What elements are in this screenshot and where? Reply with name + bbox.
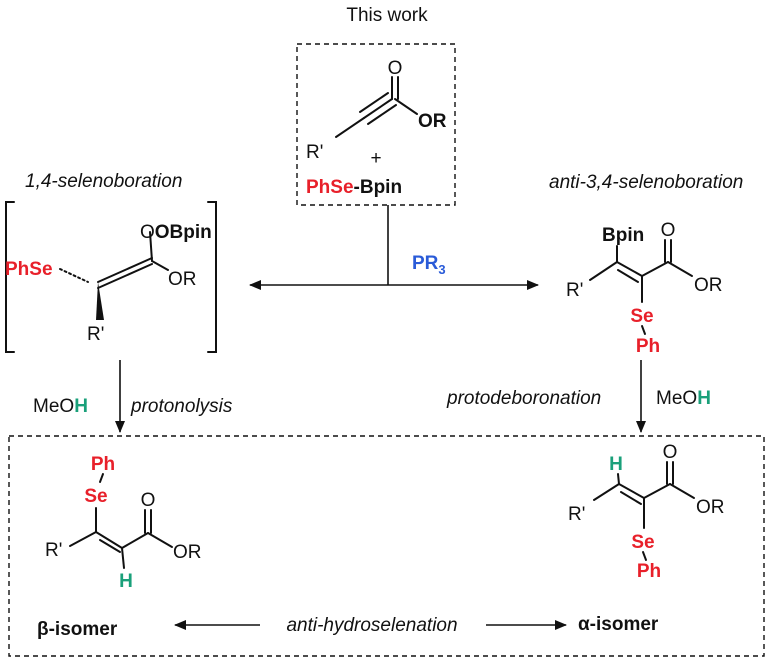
vinylboronate-intermediate: Bpin R' O OR Se Ph	[566, 220, 723, 357]
allene-bond-1	[97, 257, 153, 283]
top-caption: This work	[346, 5, 428, 26]
beta-alkene-1	[95, 531, 123, 549]
alkene-bond-2	[617, 269, 639, 283]
right-or-label: OR	[694, 275, 723, 296]
beta-c-r-bond	[69, 531, 97, 547]
right-reagent: MeOH	[656, 388, 711, 409]
beta-isomer-structure: Ph Se R' H O OR	[45, 454, 202, 592]
beta-ph-se-bond	[99, 473, 104, 483]
alpha-o-label: O	[663, 442, 678, 463]
products-box	[8, 435, 765, 657]
allenolate-intermediate: PhSe R' OOBpin OR	[5, 201, 217, 353]
right-bracket	[207, 201, 217, 353]
right-r-prime: R'	[566, 280, 583, 301]
alpha-c-r-bond	[593, 483, 620, 501]
c-obpin-bond	[149, 231, 153, 262]
alpha-c-co-bond	[643, 483, 671, 499]
alpha-or-label: OR	[696, 497, 725, 518]
phse-bpin-reagent: PhSe-Bpin	[306, 177, 402, 198]
beta-c-co-bond	[121, 532, 149, 549]
obpin-label: OOBpin	[140, 222, 212, 243]
beta-c-or-bond	[147, 532, 173, 548]
catalyst-label: PR3	[412, 253, 446, 277]
ester-bond	[394, 98, 418, 115]
right-ph-label: Ph	[636, 336, 660, 357]
alpha-r-prime: R'	[568, 504, 585, 525]
reagent-phse: PhSe	[306, 177, 354, 198]
left-path-title: 1,4-selenoboration	[25, 171, 182, 192]
starting-materials-box	[296, 43, 456, 206]
alpha-alkene-2	[620, 491, 642, 505]
allene-or-label: OR	[168, 269, 197, 290]
ester-or-label: OR	[418, 111, 447, 132]
allene-r-prime: R'	[87, 324, 104, 345]
allene-bond-2	[97, 263, 153, 289]
alkyne-triple-bond-2	[359, 92, 389, 113]
left-step-label: protonolysis	[130, 396, 233, 417]
alpha-ph-label: Ph	[637, 561, 661, 582]
beta-isomer-name: β-isomer	[37, 619, 118, 640]
c-or-bond-right	[667, 261, 693, 277]
left-reagent: MeOH	[33, 396, 88, 417]
alpha-isomer-name: α-isomer	[578, 614, 659, 635]
right-se-label: Se	[630, 306, 653, 327]
alkyne-r-bond	[335, 117, 365, 138]
c-or-bond	[151, 260, 169, 271]
c-r-bond	[589, 261, 618, 281]
hashed-bond	[59, 268, 89, 283]
alpha-alkene-1	[618, 483, 645, 499]
beta-alkene-2	[99, 539, 121, 553]
beta-h-label: H	[119, 571, 133, 592]
alpha-h-c-bond	[617, 473, 620, 485]
allene-phse-label: PhSe	[5, 259, 53, 280]
alpha-se-ph-bond	[642, 551, 647, 561]
reagent-bpin: -Bpin	[354, 177, 403, 198]
alpha-h-label: H	[609, 454, 623, 475]
beta-ph-label: Ph	[91, 454, 115, 475]
r-prime-label: R'	[306, 142, 323, 163]
beta-c-h-bond	[121, 547, 125, 569]
beta-se-label: Se	[84, 486, 107, 507]
plus-sign: +	[370, 148, 381, 169]
c-co-bond	[641, 261, 669, 277]
beta-o-label: O	[141, 490, 156, 511]
wedge-bond	[96, 282, 104, 320]
right-path-title: anti-3,4-selenoboration	[549, 172, 743, 193]
beta-or-label: OR	[173, 542, 202, 563]
alkyne-triple-bond-3	[367, 104, 397, 125]
beta-r-prime: R'	[45, 540, 62, 561]
alkyne-triple-bond-1	[363, 98, 393, 119]
alpha-isomer-structure: H R' O OR Se Ph	[568, 442, 725, 582]
alpha-c-or-bond	[669, 483, 695, 499]
right-step-label: protodeboronation	[446, 388, 601, 409]
left-bracket	[5, 201, 15, 353]
bpin-label: Bpin	[602, 225, 644, 246]
carbonyl-o-label: O	[388, 58, 403, 79]
alkene-bond-1	[616, 261, 643, 277]
alpha-se-label: Se	[631, 532, 654, 553]
se-ph-bond	[641, 325, 646, 335]
right-o-label: O	[661, 220, 676, 241]
hydroselenation-label: anti-hydroselenation	[286, 615, 457, 636]
alkynoate-structure: O OR R'	[306, 58, 447, 163]
